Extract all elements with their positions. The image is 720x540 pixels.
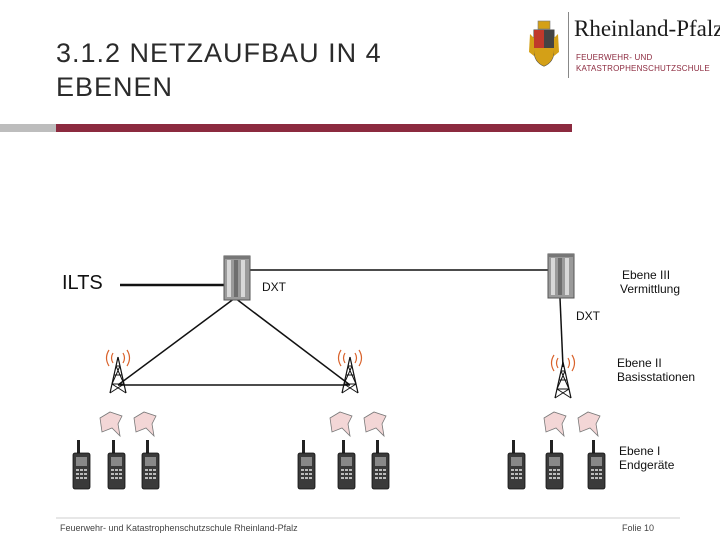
logo-subtitle: FEUERWEHR- UND KATASTROPHENSCHUTZSCHULE bbox=[576, 52, 710, 74]
level3-label-line1: Ebene III bbox=[622, 268, 671, 282]
handheld-radio-icon bbox=[587, 439, 606, 490]
dxt-right-server-icon bbox=[547, 253, 575, 299]
link-dxt-left-to-station-left bbox=[117, 297, 236, 386]
level3-label: Ebene III Vermittlung bbox=[620, 268, 680, 296]
level1-label-line2: Endgeräte bbox=[619, 458, 675, 472]
coverage-bubble-icon bbox=[133, 411, 157, 437]
level2-label-line2: Basisstationen bbox=[617, 370, 696, 384]
coverage-bubble-icon bbox=[99, 411, 123, 437]
link-dxt-right-to-station-right bbox=[559, 297, 564, 368]
dxt-left-server-icon bbox=[223, 255, 251, 301]
footer-organization: Feuerwehr- und Katastrophenschutzschule … bbox=[60, 523, 298, 533]
coverage-bubble-icon bbox=[577, 411, 601, 437]
handheld-radio-icon bbox=[72, 439, 91, 490]
level3-label-line2: Vermittlung bbox=[620, 282, 681, 296]
level1-label-line1: Ebene I bbox=[619, 444, 661, 458]
handheld-radio-icon bbox=[297, 439, 316, 490]
logo-subtitle-line2: KATASTROPHENSCHUTZSCHULE bbox=[576, 64, 710, 73]
handheld-radio-icon bbox=[107, 439, 126, 490]
base-station-left-icon bbox=[105, 349, 131, 394]
slide-title: 3.1.2 NETZAUFBAU IN 4 EBENEN bbox=[56, 38, 382, 102]
link-dxt-left-to-station-middle bbox=[234, 297, 351, 386]
handheld-radio-icon bbox=[545, 439, 564, 490]
title-underline-accent bbox=[56, 124, 572, 132]
coverage-bubble-icon bbox=[363, 411, 387, 437]
dxt-left-label: DXT bbox=[262, 280, 286, 294]
level2-label: Ebene II Basisstationen bbox=[617, 356, 695, 384]
level1-label: Ebene I Endgeräte bbox=[619, 444, 674, 472]
handheld-radio-icon bbox=[141, 439, 160, 490]
logo: Rheinland-Pfalz FEUERWEHR- UND KATASTROP… bbox=[520, 10, 720, 82]
dxt-right-label: DXT bbox=[576, 309, 600, 323]
level2-label-line1: Ebene II bbox=[617, 356, 662, 370]
logo-name: Rheinland-Pfalz bbox=[574, 16, 720, 41]
coverage-bubble-icon bbox=[543, 411, 567, 437]
base-station-middle-icon bbox=[337, 349, 363, 394]
handheld-radio-icon bbox=[337, 439, 356, 490]
logo-subtitle-line1: FEUERWEHR- UND bbox=[576, 53, 653, 62]
footer-slide-number: Folie 10 bbox=[622, 523, 655, 533]
handheld-radio-icon bbox=[371, 439, 390, 490]
coat-of-arms-icon bbox=[529, 20, 559, 67]
title-underline-grey bbox=[0, 124, 56, 132]
logo-divider bbox=[568, 12, 569, 78]
ilts-label: ILTS bbox=[62, 272, 103, 294]
handheld-radio-icon bbox=[507, 439, 526, 490]
coverage-bubble-icon bbox=[329, 411, 353, 437]
